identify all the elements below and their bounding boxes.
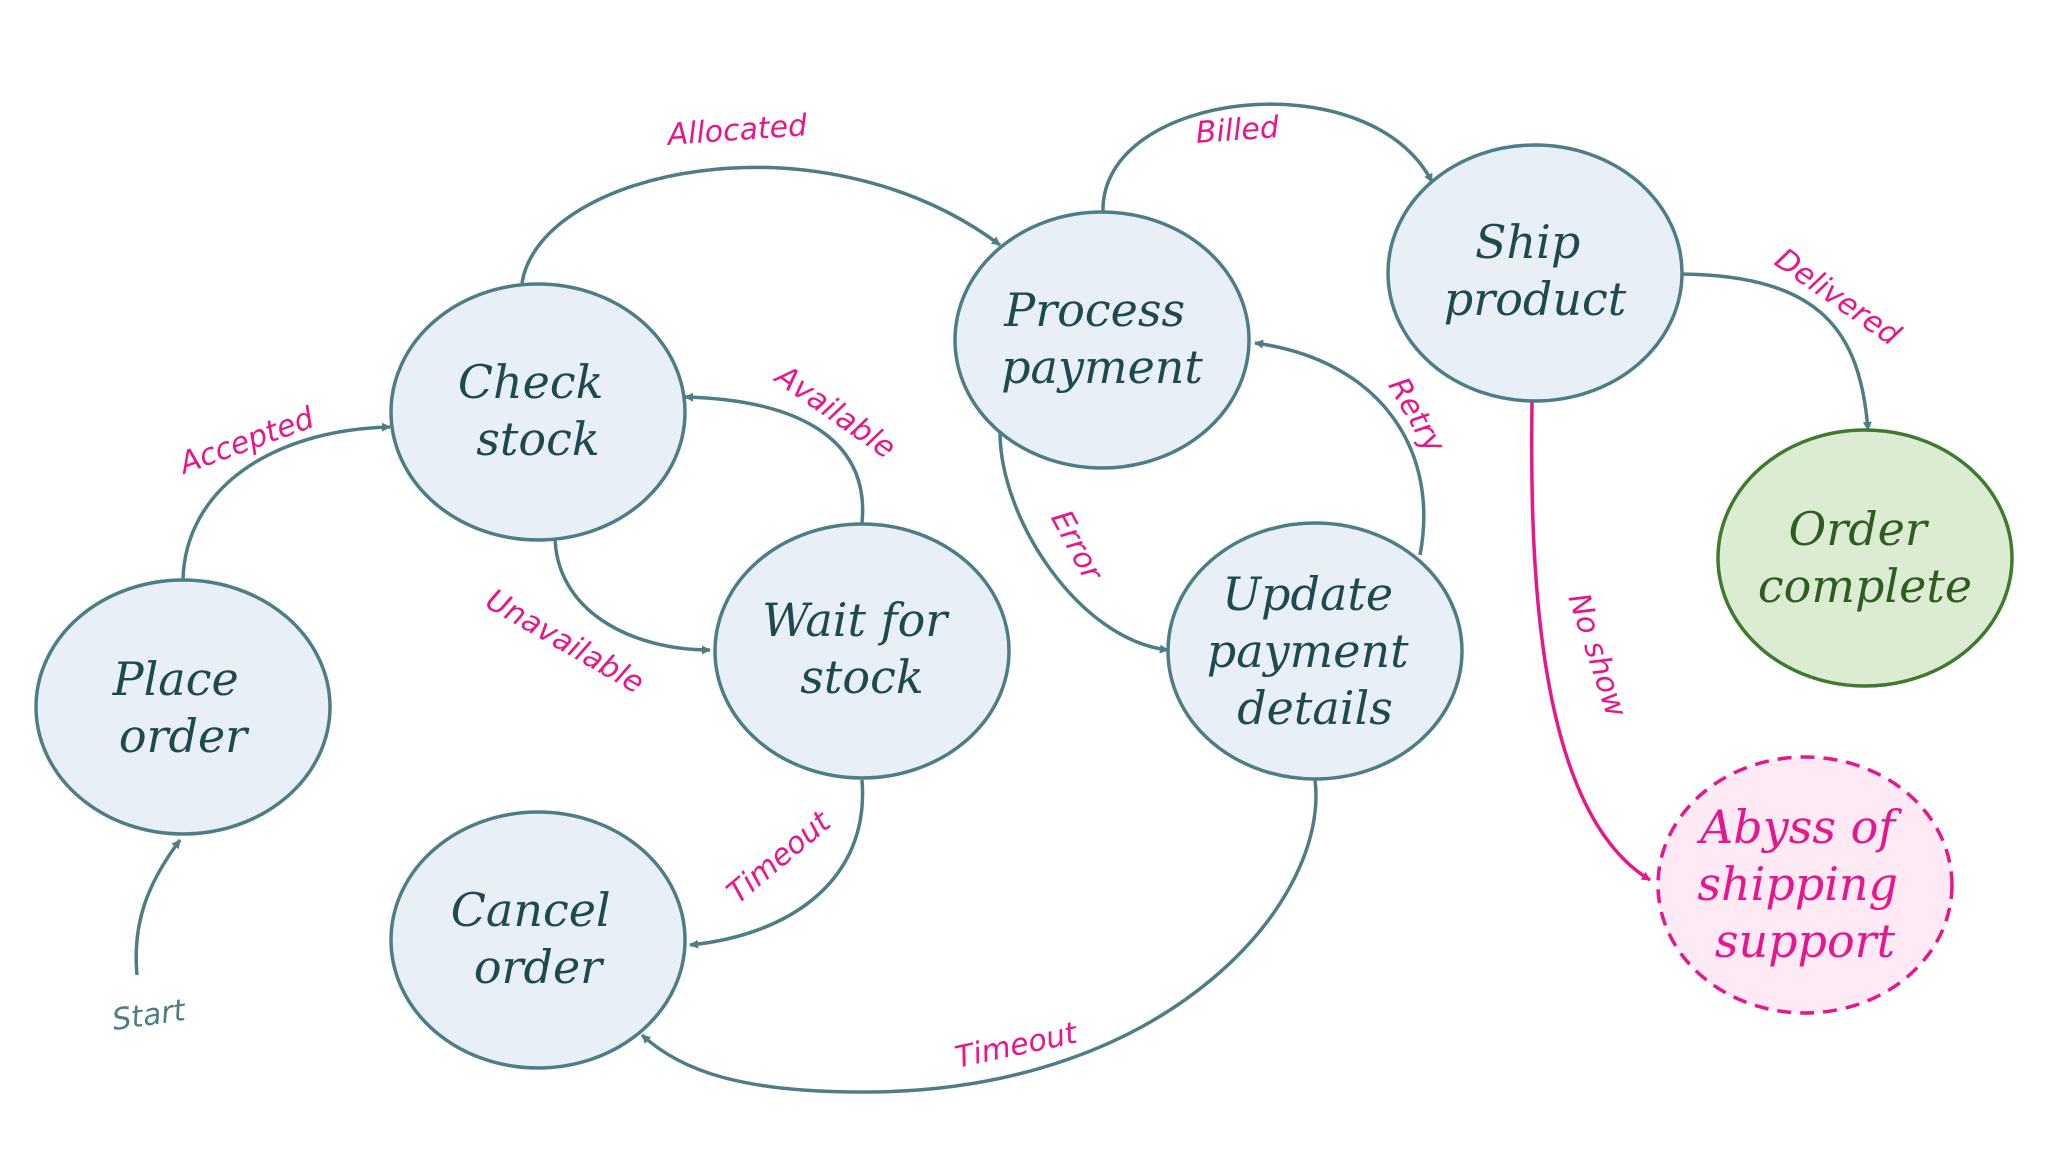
ship-product-node [1386, 143, 1684, 403]
check-stock-label: Check stock [458, 355, 618, 466]
check-stock-node [389, 282, 687, 542]
label-start: Start [110, 993, 189, 1038]
check-stock-line-2: stock [476, 412, 599, 466]
edge-accepted [181, 422, 391, 581]
edge-delivered [1681, 272, 1872, 431]
label-delivered: Delivered [1768, 242, 1907, 354]
abyss-line-3: support [1715, 914, 1896, 968]
abyss-line-1: Abyss of [1696, 800, 1902, 854]
state-process-payment[interactable]: Process payment [953, 210, 1251, 470]
cancel-order-label: Cancel order [451, 883, 626, 994]
cancel-order-line-1: Cancel [451, 883, 611, 937]
update-payment-details-label: Update payment details [1207, 567, 1423, 735]
edge-timeout-wait [689, 779, 865, 949]
wait-for-stock-label: Wait for stock [762, 593, 962, 704]
cancel-order-node [389, 810, 687, 1070]
place-order-label: Place order [112, 652, 254, 763]
process-payment-line-1: Process [1003, 283, 1185, 337]
edge-allocated [520, 165, 1002, 284]
ship-product-line-1: Ship [1475, 215, 1580, 269]
state-order-complete[interactable]: Order complete [1716, 428, 2014, 688]
place-order-line-2: order [119, 709, 250, 763]
label-available: Available [767, 357, 901, 466]
edge-billed [1101, 102, 1434, 213]
place-order-line-1: Place [112, 652, 239, 706]
state-ship-product[interactable]: Ship product [1386, 143, 1684, 403]
place-order-node [34, 578, 332, 836]
order-complete-label: Order complete [1758, 502, 1972, 613]
label-timeout-update: Timeout [952, 1015, 1081, 1075]
order-complete-node [1716, 428, 2014, 688]
wait-for-stock-line-2: stock [800, 650, 923, 704]
edges [134, 102, 1872, 1094]
states: Place order Check stock Wait for stock C… [34, 143, 2014, 1070]
edge-unavailable [553, 534, 711, 655]
edge-no-show [1529, 401, 1651, 882]
label-billed: Billed [1195, 110, 1281, 151]
abyss-node [1656, 755, 1954, 1015]
update-payment-details-line-1: Update [1222, 567, 1393, 621]
process-payment-line-2: payment [1001, 340, 1203, 394]
edge-start-to-place-order [134, 838, 182, 976]
order-complete-line-2: complete [1758, 559, 1972, 613]
state-check-stock[interactable]: Check stock [389, 282, 687, 542]
update-payment-details-line-2: payment [1207, 624, 1409, 678]
state-wait-for-stock[interactable]: Wait for stock [713, 522, 1011, 780]
abyss-line-2: shipping [1697, 857, 1898, 911]
update-payment-details-node [1166, 521, 1464, 781]
edge-retry [1254, 339, 1426, 556]
wait-for-stock-node [713, 522, 1011, 780]
label-no-show: No show [1561, 589, 1634, 722]
state-place-order[interactable]: Place order [34, 578, 332, 836]
edge-available [684, 392, 865, 524]
cancel-order-line-2: order [474, 940, 605, 994]
update-payment-details-line-3: details [1237, 681, 1393, 735]
edge-error [998, 431, 1169, 654]
ship-product-label: Ship product [1444, 215, 1627, 326]
abyss-label: Abyss of shipping support [1696, 800, 1913, 968]
edge-timeout-update [640, 779, 1318, 1094]
state-cancel-order[interactable]: Cancel order [389, 810, 687, 1070]
label-allocated: Allocated [664, 108, 809, 153]
process-payment-label: Process payment [1001, 283, 1203, 394]
state-update-payment-details[interactable]: Update payment details [1166, 521, 1464, 781]
label-unavailable: Unavailable [480, 583, 650, 702]
wait-for-stock-line-1: Wait for [762, 593, 950, 647]
order-complete-line-1: Order [1789, 502, 1930, 556]
state-abyss-of-shipping-support[interactable]: Abyss of shipping support [1656, 755, 1954, 1015]
ship-product-line-2: product [1444, 272, 1627, 326]
process-payment-node [953, 210, 1251, 470]
check-stock-line-1: Check [458, 355, 604, 409]
